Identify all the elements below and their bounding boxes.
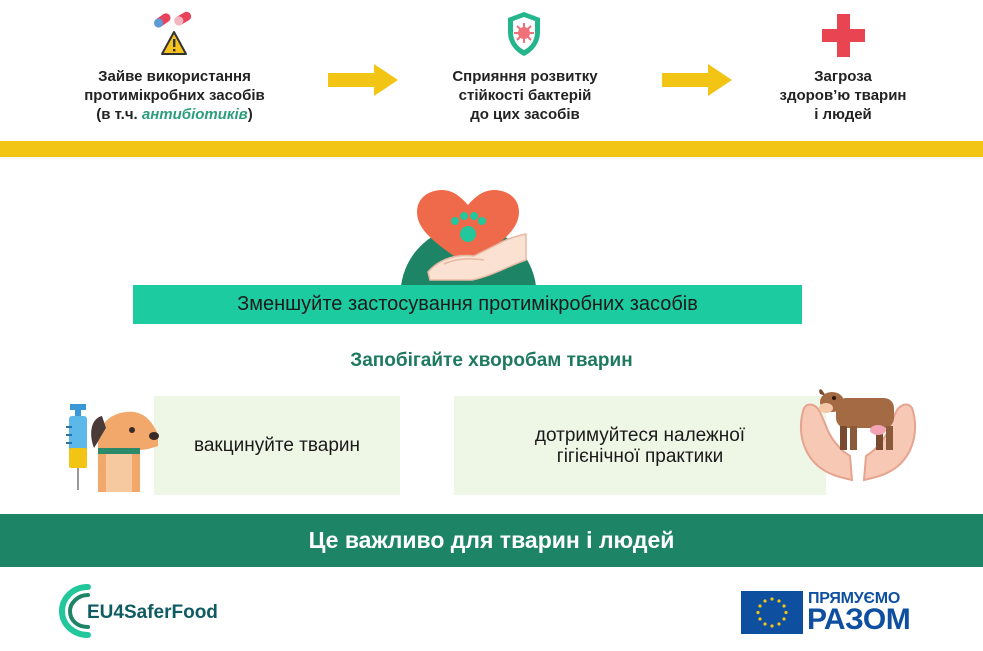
step-health-threat: Загроза здоров’ю тварин і людей: [753, 67, 933, 124]
partner-logo-line2: РАЗОМ: [807, 603, 911, 636]
step-text-line: (в т.ч. антибіотиків): [96, 106, 253, 123]
step-text-line: Сприяння розвитку: [452, 68, 598, 85]
tip-text: дотримуйтеся належної: [534, 424, 746, 446]
step-text-line: до цих засобів: [470, 106, 580, 123]
step-text-line: і людей: [814, 106, 872, 123]
step-text-line: протимікробних засобів: [84, 87, 265, 104]
heart-paw-hand-icon: [401, 190, 536, 286]
antibiotics-emphasis: антибіотиків: [141, 106, 248, 123]
section-heading: Запобігайте хворобам тварин: [350, 350, 633, 371]
divider-band: [0, 141, 983, 157]
step-text-line: Загроза: [814, 68, 872, 85]
eu4saferfood-logo: EU4SaferFood: [87, 602, 218, 623]
tip-card-hygiene: дотримуйтеся належної гігієнічної практи…: [454, 396, 826, 495]
footer-message: Це важливо для тварин і людей: [0, 514, 983, 567]
cow-hands-icon: [799, 389, 917, 482]
dog-vaccine-icon: [66, 404, 159, 492]
step-text-line: Зайве використання: [98, 68, 251, 85]
eu-flag-icon: [741, 591, 803, 634]
pills-warning-icon: [154, 11, 192, 55]
eu4saferfood-logo-mark: [58, 584, 91, 638]
step-text-line: стійкості бактерій: [458, 87, 592, 104]
tip-text: гігієнічної практики: [556, 445, 724, 467]
virus-shield-icon: [508, 12, 540, 56]
arrow-right-icon: [328, 64, 398, 96]
step-text-line: здоров’ю тварин: [779, 87, 907, 104]
tip-text: вакцинуйте тварин: [193, 435, 361, 456]
step-unnecessary-use: Зайве використання протимікробних засобі…: [52, 67, 297, 124]
partner-logo-line1: ПРЯМУЄМО: [808, 590, 901, 607]
arrow-right-icon: [662, 64, 732, 96]
tip-card-vaccinate: вакцинуйте тварин: [154, 396, 400, 495]
main-message: Зменшуйте застосування протимікробних за…: [133, 285, 802, 324]
medical-cross-icon: [822, 14, 865, 57]
step-resistance: Сприяння розвитку стійкості бактерій до …: [410, 67, 640, 124]
